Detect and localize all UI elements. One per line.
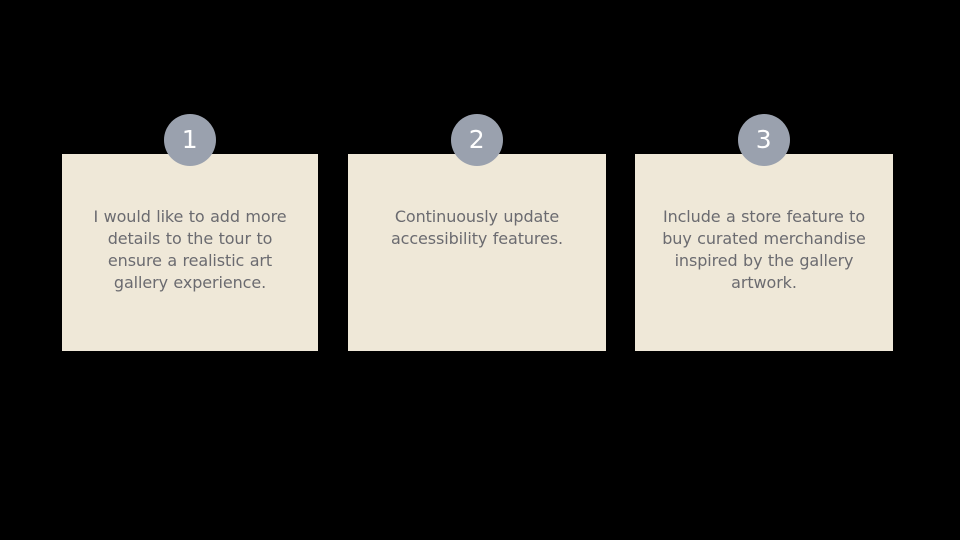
feedback-card-group-2[interactable]: 2 Continuously update accessibility feat… <box>348 114 606 351</box>
feedback-card-2[interactable]: Continuously update accessibility featur… <box>348 154 606 351</box>
feedback-card-text-3: Include a store feature to buy curated m… <box>662 207 866 292</box>
step-badge-3: 3 <box>738 114 790 166</box>
step-badge-1: 1 <box>164 114 216 166</box>
feedback-card-3[interactable]: Include a store feature to buy curated m… <box>635 154 893 351</box>
feedback-card-group-3[interactable]: 3 Include a store feature to buy curated… <box>635 114 893 351</box>
step-badge-2: 2 <box>451 114 503 166</box>
feedback-card-1[interactable]: I would like to add more details to the … <box>62 154 318 351</box>
step-badge-number-2: 2 <box>468 124 486 154</box>
feedback-card-group-1[interactable]: 1 I would like to add more details to th… <box>62 114 318 351</box>
feedback-card-text-1: I would like to add more details to the … <box>93 207 287 292</box>
feedback-card-text-2: Continuously update accessibility featur… <box>390 207 564 248</box>
step-badge-number-3: 3 <box>755 124 773 154</box>
step-badge-number-1: 1 <box>181 124 199 154</box>
